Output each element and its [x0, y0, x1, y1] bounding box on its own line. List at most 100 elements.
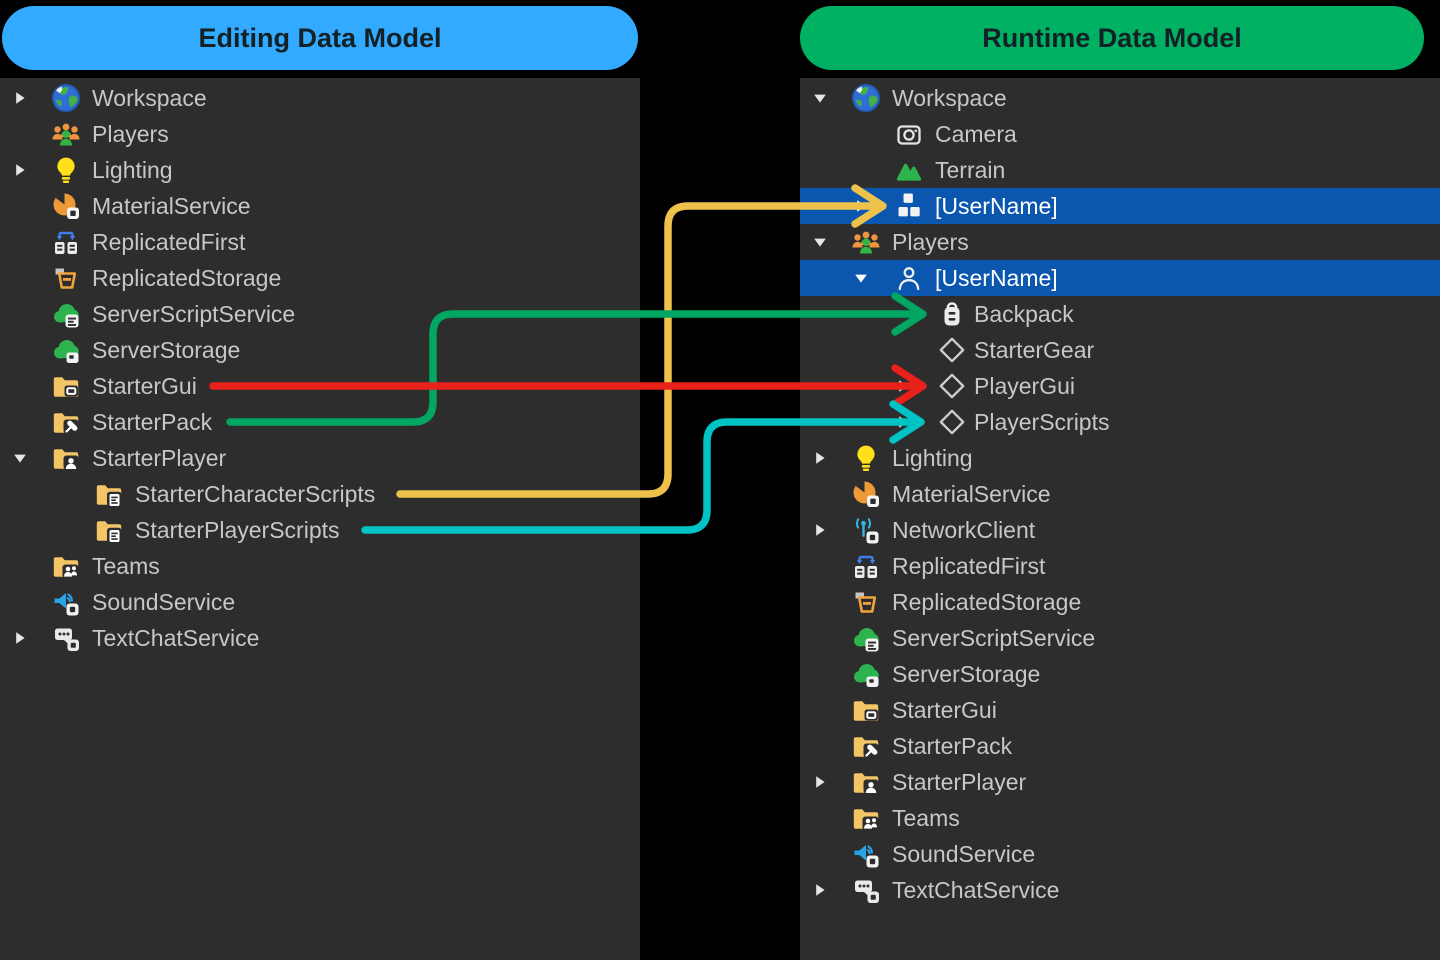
tree-row[interactable]: PlayerGui — [800, 368, 1440, 404]
tree-row[interactable]: PlayerScripts — [800, 404, 1440, 440]
camera-icon — [894, 119, 924, 149]
replicated-storage-icon — [51, 263, 81, 293]
tree-row[interactable]: Teams — [800, 800, 1440, 836]
tree-row-label: [UserName] — [935, 265, 1058, 291]
chevron-right-icon[interactable] — [12, 90, 28, 106]
chevron-down-icon[interactable] — [812, 90, 828, 106]
tree-row[interactable]: Workspace — [800, 80, 1440, 116]
tree-row-label: Lighting — [892, 445, 973, 471]
tree-row-label: ServerStorage — [892, 661, 1041, 687]
chat-icon — [51, 623, 81, 653]
tree-row[interactable]: Players — [0, 116, 640, 152]
chevron-right-icon[interactable] — [12, 630, 28, 646]
diamond-icon — [937, 335, 967, 365]
tree-row[interactable]: StarterPack — [0, 404, 640, 440]
tree-row-label: StarterCharacterScripts — [135, 481, 376, 507]
tree-row[interactable]: Backpack — [800, 296, 1440, 332]
folder-teams-icon — [851, 803, 881, 833]
folder-gui-icon — [851, 695, 881, 725]
tree-row[interactable]: MaterialService — [0, 188, 640, 224]
chevron-right-icon[interactable] — [812, 882, 828, 898]
tree-row[interactable]: ReplicatedStorage — [800, 584, 1440, 620]
folder-teams-icon — [51, 551, 81, 581]
chevron-right-icon[interactable] — [895, 414, 911, 430]
tree-row[interactable]: StarterPlayer — [800, 764, 1440, 800]
tree-row[interactable]: StarterGui — [800, 692, 1440, 728]
tree-row-label: Terrain — [935, 157, 1006, 183]
tree-row[interactable]: StarterGui — [0, 368, 640, 404]
network-icon — [851, 515, 881, 545]
tree-row-label: Teams — [892, 805, 960, 831]
tree-row-label: Workspace — [92, 85, 207, 111]
model-icon — [894, 191, 924, 221]
tree-row-label: Camera — [935, 121, 1017, 147]
terrain-icon — [894, 155, 924, 185]
chevron-right-icon[interactable] — [895, 378, 911, 394]
chevron-right-icon[interactable] — [812, 522, 828, 538]
tree-row[interactable]: NetworkClient — [800, 512, 1440, 548]
folder-script-icon — [94, 479, 124, 509]
diamond-icon — [937, 371, 967, 401]
folder-player-icon — [851, 767, 881, 797]
tree-row[interactable]: ServerScriptService — [0, 296, 640, 332]
server-storage-icon — [51, 335, 81, 365]
tree-row[interactable]: MaterialService — [800, 476, 1440, 512]
server-storage-icon — [851, 659, 881, 689]
chevron-right-icon[interactable] — [812, 450, 828, 466]
tree-row[interactable]: [UserName] — [800, 260, 1440, 296]
chevron-right-icon[interactable] — [12, 162, 28, 178]
chevron-down-icon[interactable] — [812, 234, 828, 250]
tree-row[interactable]: ReplicatedStorage — [0, 260, 640, 296]
tree-row-label: ServerStorage — [92, 337, 241, 363]
tree-row[interactable]: Teams — [0, 548, 640, 584]
server-script-icon — [51, 299, 81, 329]
tree-row-label: ReplicatedFirst — [92, 229, 246, 255]
chevron-right-icon[interactable] — [812, 774, 828, 790]
replicated-first-icon — [51, 227, 81, 257]
tree-row-label: NetworkClient — [892, 517, 1036, 543]
tree-row-label: SoundService — [892, 841, 1036, 867]
tree-row[interactable]: Players — [800, 224, 1440, 260]
chevron-right-icon[interactable] — [853, 198, 869, 214]
replicated-first-icon — [851, 551, 881, 581]
tree-row-label: TextChatService — [892, 877, 1060, 903]
globe-icon — [51, 83, 81, 113]
tree-row[interactable]: SoundService — [800, 836, 1440, 872]
sound-icon — [51, 587, 81, 617]
tree-row[interactable]: Lighting — [0, 152, 640, 188]
folder-pack-icon — [51, 407, 81, 437]
chevron-down-icon[interactable] — [853, 270, 869, 286]
players-icon — [851, 227, 881, 257]
material-icon — [851, 479, 881, 509]
tree-row[interactable]: Terrain — [800, 152, 1440, 188]
tree-row[interactable]: Camera — [800, 116, 1440, 152]
tree-row-label: MaterialService — [92, 193, 251, 219]
tree-row[interactable]: TextChatService — [0, 620, 640, 656]
tree-row[interactable]: StarterPlayerScripts — [0, 512, 640, 548]
tree-row[interactable]: SoundService — [0, 584, 640, 620]
tree-row[interactable]: StarterPlayer — [0, 440, 640, 476]
tree-row[interactable]: ServerStorage — [0, 332, 640, 368]
chat-icon — [851, 875, 881, 905]
tree-row[interactable]: ServerStorage — [800, 656, 1440, 692]
tree-row-label: [UserName] — [935, 193, 1058, 219]
tree-row[interactable]: StarterPack — [800, 728, 1440, 764]
tree-row-label: Teams — [92, 553, 160, 579]
tree-row[interactable]: ReplicatedFirst — [0, 224, 640, 260]
tree-row-label: Lighting — [92, 157, 173, 183]
tree-row[interactable]: Lighting — [800, 440, 1440, 476]
backpack-icon — [937, 299, 967, 329]
tree-row[interactable]: TextChatService — [800, 872, 1440, 908]
tree-row-label: StarterGear — [974, 337, 1095, 363]
tree-row[interactable]: StarterGear — [800, 332, 1440, 368]
tree-row[interactable]: [UserName] — [800, 188, 1440, 224]
folder-gui-icon — [51, 371, 81, 401]
tree-row[interactable]: Workspace — [0, 80, 640, 116]
tree-row[interactable]: StarterCharacterScripts — [0, 476, 640, 512]
tree-row[interactable]: ReplicatedFirst — [800, 548, 1440, 584]
tree-row[interactable]: ServerScriptService — [800, 620, 1440, 656]
chevron-down-icon[interactable] — [12, 450, 28, 466]
